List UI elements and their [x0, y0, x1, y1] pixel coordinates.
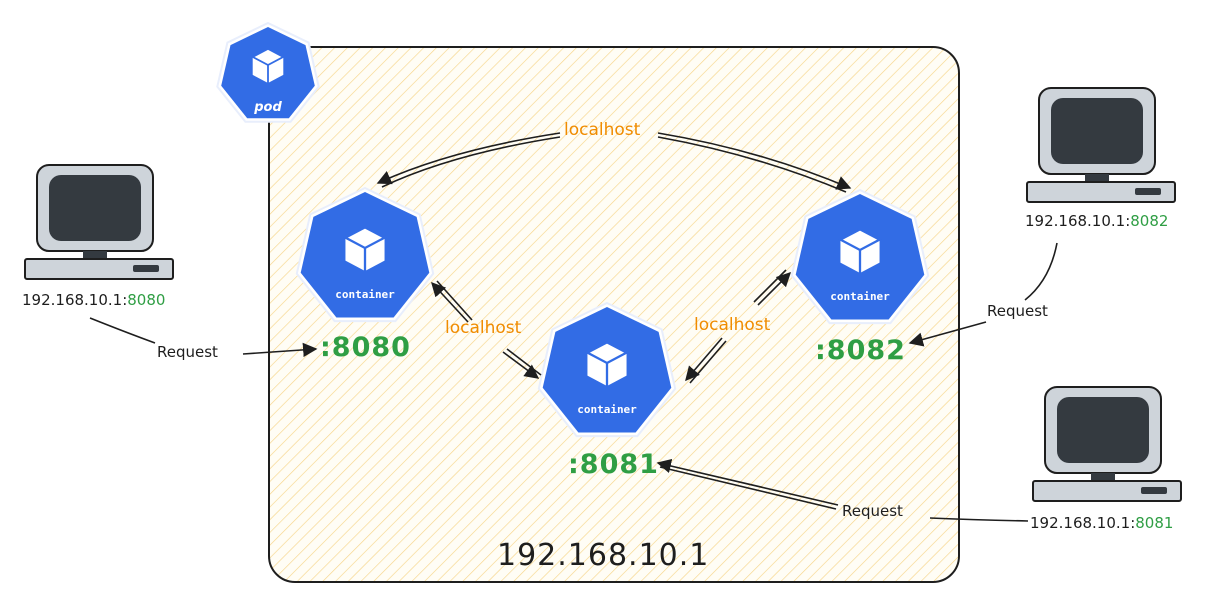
container-label: container	[577, 403, 637, 416]
request-label-8082: Request	[987, 302, 1048, 320]
client-ip-8080: 192.168.10.1:8080	[22, 291, 166, 309]
request-arrow-8081	[656, 458, 1029, 522]
port-label-8080: :8080	[320, 332, 411, 363]
request-arrow-8080	[89, 317, 318, 358]
container-label: container	[335, 288, 395, 301]
request-arrow-8082	[908, 242, 1058, 347]
computer-icon	[24, 164, 174, 280]
request-label-8080: Request	[157, 343, 218, 361]
client-ip-8082: 192.168.10.1:8082	[1025, 212, 1169, 230]
port-label-8082: :8082	[815, 335, 906, 366]
computer-icon	[1032, 386, 1182, 502]
localhost-label-right: localhost	[694, 315, 771, 335]
container-label: container	[830, 290, 890, 303]
container-8082: container	[790, 188, 930, 325]
localhost-link-top	[376, 132, 852, 193]
pod-badge-label: pod	[253, 100, 282, 115]
localhost-label-top: localhost	[564, 120, 641, 140]
localhost-link-right	[685, 269, 792, 384]
request-label-8081: Request	[842, 502, 903, 520]
computer-icon	[1026, 87, 1176, 203]
container-8080: container	[295, 186, 435, 323]
localhost-label-left: localhost	[445, 318, 522, 338]
localhost-link-left	[431, 280, 542, 379]
client-ip-8081: 192.168.10.1:8081	[1030, 514, 1174, 532]
container-8081: container	[537, 301, 677, 438]
pod-ip-label: 192.168.10.1	[497, 538, 710, 573]
pod-icon: pod	[216, 21, 320, 123]
port-label-8081: :8081	[568, 449, 659, 480]
